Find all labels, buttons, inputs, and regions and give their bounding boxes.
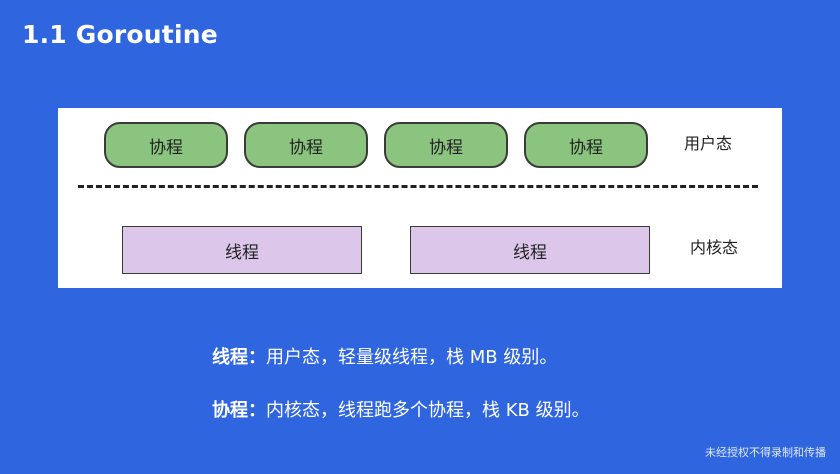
coroutine-box: 协程 (384, 122, 508, 168)
space-divider (78, 185, 758, 188)
thread-note-term: 线程： (212, 347, 266, 368)
coroutine-note: 协程：内核态，线程跑多个协程，栈 KB 级别。 (212, 396, 590, 422)
coroutine-box: 协程 (524, 122, 648, 168)
kernel-space-label: 内核态 (690, 238, 739, 257)
coroutine-note-term: 协程： (212, 400, 266, 421)
slide-title: 1.1 Goroutine (22, 20, 218, 49)
thread-box: 线程 (122, 226, 362, 274)
coroutine-box: 协程 (244, 122, 368, 168)
thread-box: 线程 (410, 226, 650, 274)
thread-note-text: 用户态，轻量级线程，栈 MB 级别。 (266, 347, 558, 368)
coroutine-note-text: 内核态，线程跑多个协程，栈 KB 级别。 (266, 400, 590, 421)
thread-note: 线程：用户态，轻量级线程，栈 MB 级别。 (212, 343, 557, 369)
coroutine-box: 协程 (104, 122, 228, 168)
user-space-label: 用户态 (684, 134, 733, 153)
diagram-panel: 协程 协程 协程 协程 用户态 线程 线程 内核态 (58, 108, 782, 288)
footer-notice: 未经授权不得录制和传播 (705, 446, 826, 459)
